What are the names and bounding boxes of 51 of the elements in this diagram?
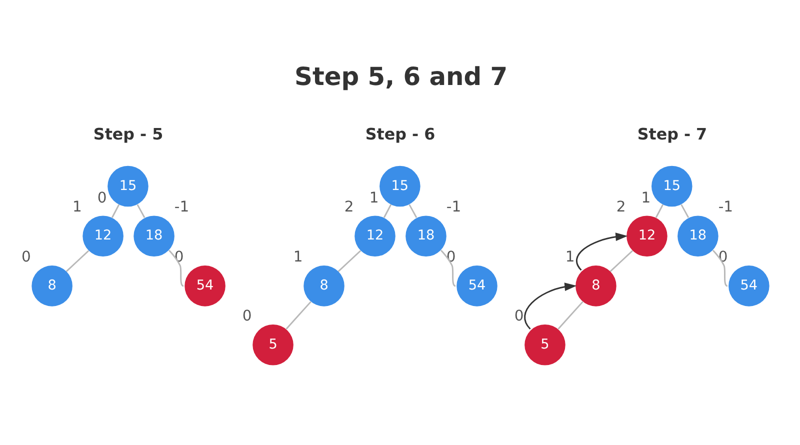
node-circle: 54: [456, 266, 497, 306]
diagram-title: Step 5, 6 and 7: [294, 62, 508, 91]
node-label: -1: [446, 198, 461, 216]
connector: [557, 301, 583, 330]
node-circle: 8: [31, 266, 72, 306]
connector: [136, 204, 145, 218]
node-circle: 18: [133, 216, 174, 256]
node-label: -1: [174, 198, 189, 216]
node-circle: 54: [184, 266, 225, 306]
connector: [65, 250, 89, 272]
node-label: 1: [640, 190, 650, 207]
label: Step - 5: [92, 124, 163, 144]
node-label: -1: [718, 198, 733, 216]
node-circle: 15: [651, 166, 692, 207]
node-circle: 8: [575, 266, 616, 306]
connector: [285, 301, 311, 330]
node-label: 2: [616, 198, 626, 216]
connector: [440, 250, 456, 287]
node-label: 0: [20, 248, 30, 266]
connector: [609, 250, 632, 272]
node-circle: 18: [405, 216, 446, 256]
label: Step - 7: [636, 124, 707, 144]
node-label: 0: [96, 190, 106, 207]
node-circle: 5: [524, 324, 565, 366]
node-label: 2: [344, 198, 354, 216]
node-circle: 54: [728, 266, 769, 306]
connector: [654, 204, 664, 218]
node-circle: 15: [379, 166, 420, 207]
node-label: 0: [514, 307, 524, 324]
node-circle: 12: [82, 216, 123, 256]
node-circle: 8: [303, 266, 344, 306]
connector: [110, 204, 120, 218]
node-circle: 18: [677, 216, 718, 256]
node-circle: 12: [354, 216, 395, 256]
connector: [680, 204, 689, 218]
node-label: 1: [368, 190, 378, 207]
node-label: 1: [564, 248, 574, 266]
connector: [382, 204, 392, 218]
connector: [168, 250, 184, 287]
node-label: 0: [242, 307, 252, 324]
node-circle: 5: [252, 324, 293, 366]
node-label: 1: [292, 248, 302, 266]
arrow: [576, 232, 628, 271]
node-circle: 15: [107, 166, 148, 207]
connector: [712, 250, 728, 287]
arrow: [524, 282, 576, 330]
label: Step - 6: [364, 124, 435, 144]
connector: [337, 250, 361, 272]
node-circle: 12: [626, 216, 667, 256]
node-label: 1: [72, 198, 82, 216]
connector: [408, 204, 417, 218]
